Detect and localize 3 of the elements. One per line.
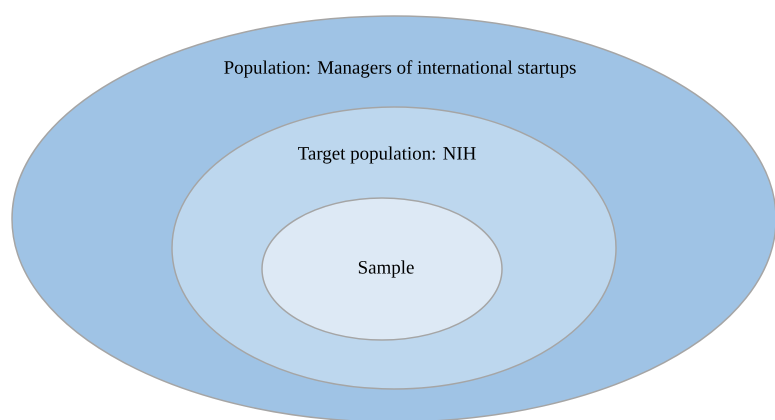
ellipse-label: Population: Managers of international startups [224,60,576,78]
ellipse-label: Sample [358,260,414,278]
ellipse-label: Target population: NIH [298,146,476,164]
